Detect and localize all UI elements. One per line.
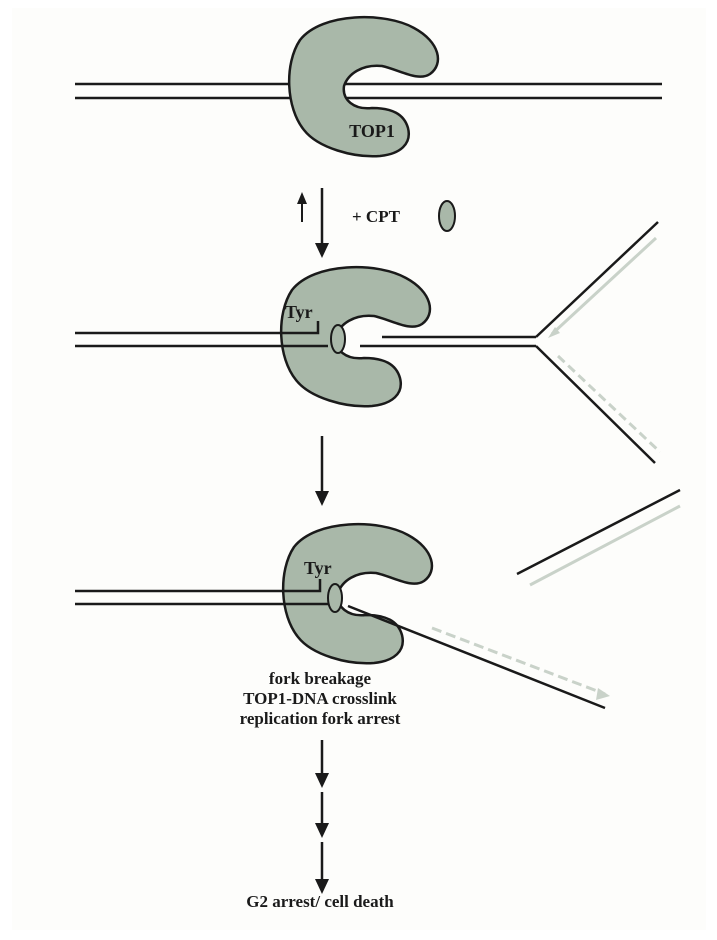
fork-arm-upper — [536, 222, 658, 337]
down-arrow — [315, 436, 329, 506]
cpt-drug-icon — [439, 201, 455, 231]
tyr-label: Tyr — [285, 302, 313, 322]
tyr-label: Tyr — [304, 558, 332, 578]
reversible-arrows — [297, 188, 329, 258]
broken-arm-upper — [517, 490, 680, 574]
top1-enzyme-shape — [283, 524, 432, 663]
cpt-drug-icon — [331, 325, 345, 353]
top1-label: TOP1 — [349, 121, 395, 141]
panel-1-initial: TOP1 — [75, 17, 662, 156]
caption-line-2: TOP1-DNA crosslink — [180, 689, 460, 709]
cpt-drug-icon — [328, 584, 342, 612]
final-outcome-label: G2 arrest/ cell death — [180, 892, 460, 912]
cascade-arrows — [315, 740, 329, 894]
cpt-label: + CPT — [352, 207, 401, 226]
fork-arm-lower — [536, 346, 655, 463]
outcome-caption: fork breakage TOP1-DNA crosslink replica… — [180, 669, 460, 729]
panel-2-cpt-bound: Tyr — [75, 222, 660, 463]
caption-line-1: fork breakage — [180, 669, 460, 689]
caption-line-3: replication fork arrest — [180, 709, 460, 729]
